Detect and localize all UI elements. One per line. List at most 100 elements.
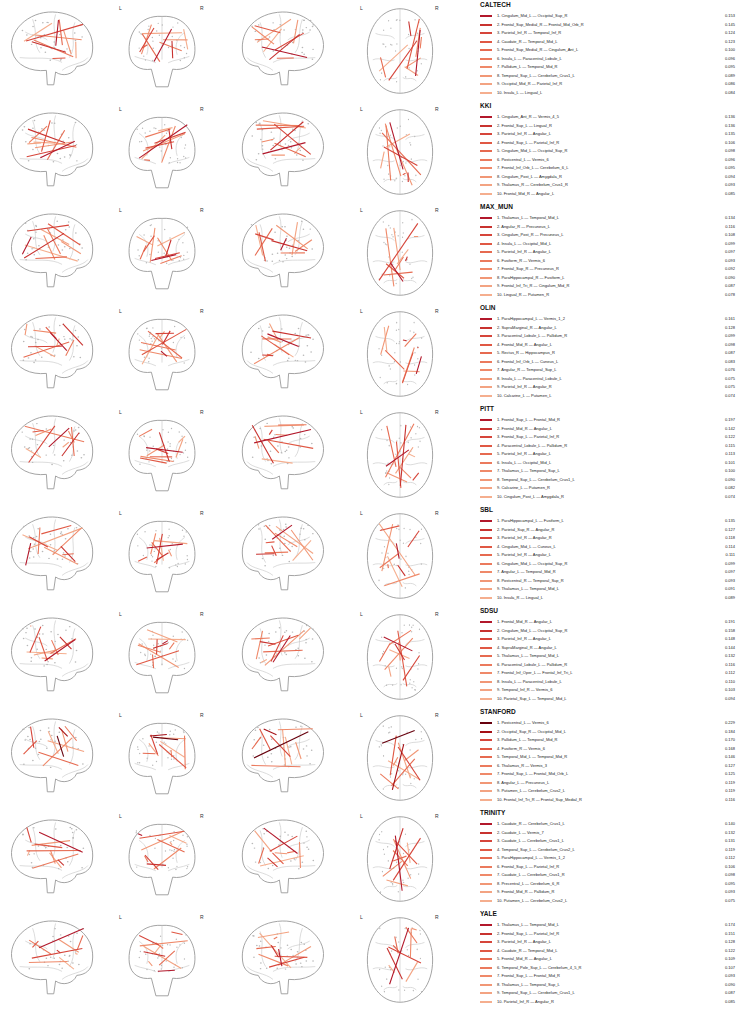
region-dot bbox=[54, 641, 56, 642]
region-dot bbox=[421, 528, 422, 530]
region-dot bbox=[182, 631, 183, 632]
brain-sulcus bbox=[162, 824, 163, 867]
region-dot bbox=[418, 663, 419, 665]
side-letter: L bbox=[119, 713, 122, 718]
region-dot bbox=[385, 46, 386, 48]
connection-line bbox=[254, 732, 308, 758]
weight-value: 0.093 bbox=[725, 890, 735, 894]
region-dot bbox=[23, 341, 25, 342]
connection-line bbox=[393, 757, 398, 765]
connection-line bbox=[77, 936, 83, 950]
connection-line bbox=[275, 852, 287, 854]
region-dot bbox=[57, 634, 59, 635]
region-dot bbox=[285, 654, 287, 655]
connection-line bbox=[40, 141, 74, 158]
weight-value: 0.098 bbox=[725, 873, 735, 877]
brain-row bbox=[11, 413, 432, 497]
region-dot bbox=[260, 941, 262, 942]
region-dot bbox=[279, 24, 281, 25]
connection-line bbox=[27, 850, 81, 851]
region-dot bbox=[409, 529, 410, 531]
region-dot bbox=[151, 560, 152, 561]
region-dot bbox=[183, 730, 184, 731]
region-dot bbox=[40, 730, 42, 731]
region-dot bbox=[272, 254, 274, 255]
connection-line bbox=[281, 252, 305, 253]
connection-line bbox=[385, 638, 413, 670]
brain-sulcus bbox=[53, 721, 56, 756]
connection-line bbox=[393, 856, 406, 861]
region-dot bbox=[169, 446, 170, 447]
region-dot bbox=[50, 544, 52, 545]
region-dot bbox=[303, 528, 305, 529]
connection-line bbox=[274, 937, 278, 939]
connection-line bbox=[169, 643, 174, 650]
connection-line bbox=[273, 636, 290, 663]
region-dot bbox=[50, 533, 52, 534]
region-dot bbox=[284, 226, 286, 227]
brain-view bbox=[129, 521, 195, 591]
region-dot bbox=[398, 989, 399, 991]
region-dot bbox=[51, 735, 53, 736]
brain-outline bbox=[11, 214, 92, 287]
brain-sulcus bbox=[25, 335, 47, 343]
weight-value: 0.092 bbox=[725, 267, 735, 271]
region-dot bbox=[380, 79, 381, 81]
region-dot bbox=[387, 846, 388, 848]
connection-line bbox=[153, 737, 178, 740]
region-dot bbox=[267, 756, 269, 757]
region-dot bbox=[36, 649, 38, 650]
region-dot bbox=[396, 322, 397, 324]
connection-line bbox=[390, 736, 396, 776]
region-dot bbox=[417, 358, 418, 360]
region-dot bbox=[183, 255, 184, 256]
brain-view bbox=[129, 218, 195, 288]
brain-sulcus bbox=[168, 864, 189, 870]
region-dot bbox=[145, 954, 146, 955]
region-dot bbox=[297, 360, 299, 361]
brain-outline bbox=[11, 719, 92, 792]
region-dot bbox=[381, 130, 382, 132]
region-dot bbox=[390, 969, 391, 971]
connection-line bbox=[296, 742, 301, 759]
region-dot bbox=[34, 543, 36, 544]
region-dot bbox=[398, 891, 399, 893]
region-dot bbox=[305, 334, 307, 335]
connection-line bbox=[143, 134, 185, 151]
region-dot bbox=[271, 761, 273, 762]
brain-view bbox=[367, 817, 432, 901]
brain-outline bbox=[242, 921, 323, 994]
connection-line bbox=[176, 439, 183, 457]
weight-value: 0.128 bbox=[725, 940, 735, 944]
region-dot bbox=[279, 260, 281, 261]
connection-line bbox=[269, 957, 304, 967]
weight-value: 0.115 bbox=[725, 444, 735, 448]
region-dot bbox=[147, 757, 148, 758]
region-dot bbox=[155, 530, 156, 531]
region-dot bbox=[306, 625, 308, 626]
region-dot bbox=[32, 760, 34, 761]
brain-view bbox=[367, 514, 432, 598]
region-dot bbox=[50, 957, 52, 958]
connection-line bbox=[417, 347, 419, 348]
brain-sulcus bbox=[135, 965, 156, 971]
region-dot bbox=[143, 55, 144, 56]
region-dot bbox=[136, 832, 137, 833]
brain-sulcus bbox=[25, 739, 47, 747]
weight-value: 0.142 bbox=[725, 427, 735, 431]
brain-outline bbox=[11, 12, 92, 85]
connection-line bbox=[392, 759, 415, 786]
weight-value: 0.118 bbox=[725, 536, 735, 540]
weight-value: 0.089 bbox=[725, 74, 735, 78]
site-title: TRINITY bbox=[480, 810, 505, 817]
region-dot bbox=[69, 248, 71, 249]
brain-sulcus bbox=[135, 258, 156, 264]
region-dot bbox=[411, 631, 412, 633]
region-dot bbox=[420, 543, 421, 545]
region-dot bbox=[63, 439, 65, 440]
brain-view bbox=[367, 9, 432, 93]
brain-sulcus bbox=[135, 359, 156, 365]
weight-value: 0.076 bbox=[725, 368, 735, 372]
site-title: YALE bbox=[480, 911, 497, 918]
region-dot bbox=[408, 877, 409, 879]
